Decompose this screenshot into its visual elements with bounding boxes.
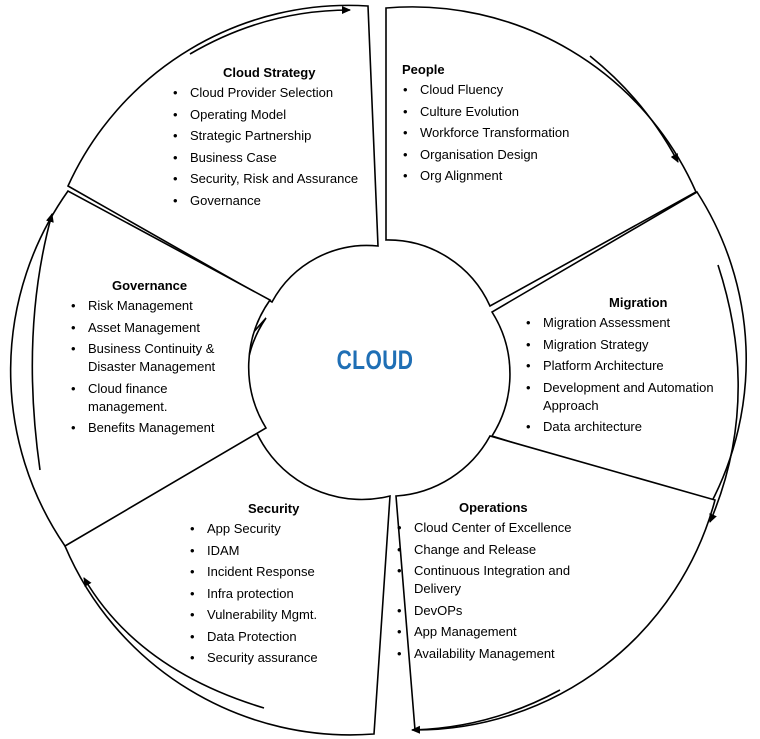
migration-panel: Migration Migration AssessmentMigration … [524,294,744,440]
security-item: Security assurance [188,649,363,667]
arrow-governance-to-strategy [31,213,54,471]
operations-title: Operations [459,500,528,515]
governance-item: Benefits Management [69,419,234,437]
governance-item: Business Continuity & Disaster Managemen… [69,340,234,376]
people-title: People [402,62,445,77]
cloud-strategy-item: Security, Risk and Assurance [171,170,381,188]
migration-item: Migration Assessment [524,314,744,332]
governance-panel: Governance Risk ManagementAsset Manageme… [69,277,234,441]
security-item: Data Protection [188,628,363,646]
people-item: Cloud Fluency [401,81,621,99]
migration-item: Data architecture [524,418,744,436]
operations-item: App Management [395,623,605,641]
cloud-strategy-list: Cloud Provider SelectionOperating ModelS… [171,84,381,210]
cloud-strategy-title: Cloud Strategy [223,65,316,80]
security-item: IDAM [188,542,363,560]
center-label: CLOUD [336,345,414,375]
cloud-strategy-item: Cloud Provider Selection [171,84,381,102]
operations-panel: Operations Cloud Center of ExcellenceCha… [395,499,605,666]
governance-list: Risk ManagementAsset ManagementBusiness … [69,297,234,437]
cloud-strategy-panel: Cloud Strategy Cloud Provider SelectionO… [171,64,381,213]
arrow-strategy-to-people [189,6,351,55]
security-title: Security [248,501,300,516]
governance-item: Cloud finance management. [69,380,234,416]
governance-title: Governance [112,278,188,293]
people-item: Workforce Transformation [401,124,621,142]
migration-title: Migration [609,295,668,310]
operations-item: Continuous Integration and Delivery [395,562,605,598]
cloud-strategy-item: Business Case [171,149,381,167]
migration-item: Platform Architecture [524,357,744,375]
people-item: Organisation Design [401,146,621,164]
migration-item: Development and Automation Approach [524,379,744,415]
security-panel: Security App SecurityIDAM Incident Respon… [188,500,363,671]
security-item: App Security [188,520,363,538]
arrow-people-to-migration [589,55,679,163]
migration-item: Migration Strategy [524,336,744,354]
cloud-strategy-item: Operating Model [171,106,381,124]
operations-item: Change and Release [395,541,605,559]
operations-list: Cloud Center of ExcellenceChange and Rel… [395,519,605,663]
security-list: App SecurityIDAM Incident ResponseInfra p… [188,520,363,667]
people-item: Culture Evolution [401,103,621,121]
security-item: Incident Response [188,563,363,581]
security-item: Infra protection [188,585,363,603]
people-item: Org Alignment [401,167,621,185]
security-item: Vulnerability Mgmt. [188,606,363,624]
operations-item: DevOPs [395,602,605,620]
governance-item: Asset Management [69,319,234,337]
cloud-strategy-item: Governance [171,192,381,210]
people-list: Cloud FluencyCulture EvolutionWorkforce … [401,81,621,185]
governance-item: Risk Management [69,297,234,315]
migration-list: Migration AssessmentMigration StrategyPl… [524,314,744,436]
operations-item: Cloud Center of Excellence [395,519,605,537]
arrow-security-to-governance [83,577,265,709]
people-panel: People Cloud FluencyCulture EvolutionWor… [401,61,621,189]
cloud-strategy-item: Strategic Partnership [171,127,381,145]
operations-item: Availability Management [395,645,605,663]
arrow-operations-to-security [411,689,561,734]
